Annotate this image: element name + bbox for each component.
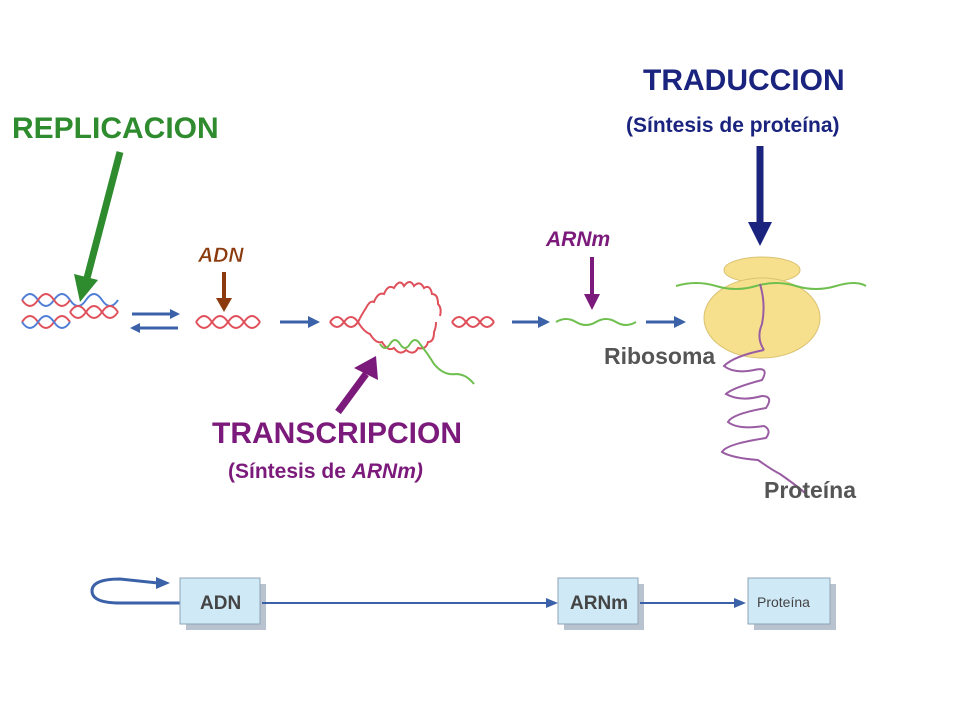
arnm-arrow (584, 257, 600, 310)
ribosoma-label: Ribosoma (604, 343, 715, 369)
flow-box-adn-label: ADN (200, 593, 241, 614)
replication-dna (21, 293, 119, 329)
flow-box-proteina-label: Proteína (757, 594, 810, 610)
mrna-strand (555, 318, 637, 326)
protein-chain (720, 349, 807, 495)
transcripcion-sub-prefix: (Síntesis de (228, 460, 352, 483)
reversible-arrows (130, 309, 180, 333)
transcripcion-arrow (335, 356, 378, 415)
dna-helix (195, 315, 261, 329)
transcripcion-sublabel: (Síntesis de ARNm) (228, 460, 423, 483)
flow-box-arnm-label: ARNm (570, 593, 628, 614)
transcripcion-label: TRANSCRIPCION (212, 417, 462, 450)
traduccion-sublabel: (Síntesis de proteína) (626, 114, 840, 137)
flow-arrow-2 (512, 316, 550, 328)
adn-label: ADN (197, 244, 244, 267)
flow-box-arnm (557, 577, 639, 625)
transcription-bubble (329, 281, 495, 385)
replicacion-arrow (74, 151, 124, 302)
adn-arrow (216, 272, 232, 312)
arnm-label: ARNm (545, 228, 610, 251)
proteina-label: Proteína (764, 477, 856, 503)
bottom-flow: ADN ARNm Proteína (90, 577, 836, 630)
flow-box-adn (179, 577, 261, 625)
flow-box-proteina (747, 577, 831, 625)
traduccion-arrow (748, 146, 772, 246)
traduccion-label: TRADUCCION (643, 64, 845, 97)
transcripcion-sub-emph: ARNm) (351, 460, 423, 483)
flow-arrow-1 (280, 316, 320, 328)
ribosome (675, 256, 867, 359)
replication-loop (90, 577, 184, 605)
flow-arrow-3 (646, 316, 686, 328)
replicacion-label: REPLICACION (12, 112, 219, 145)
